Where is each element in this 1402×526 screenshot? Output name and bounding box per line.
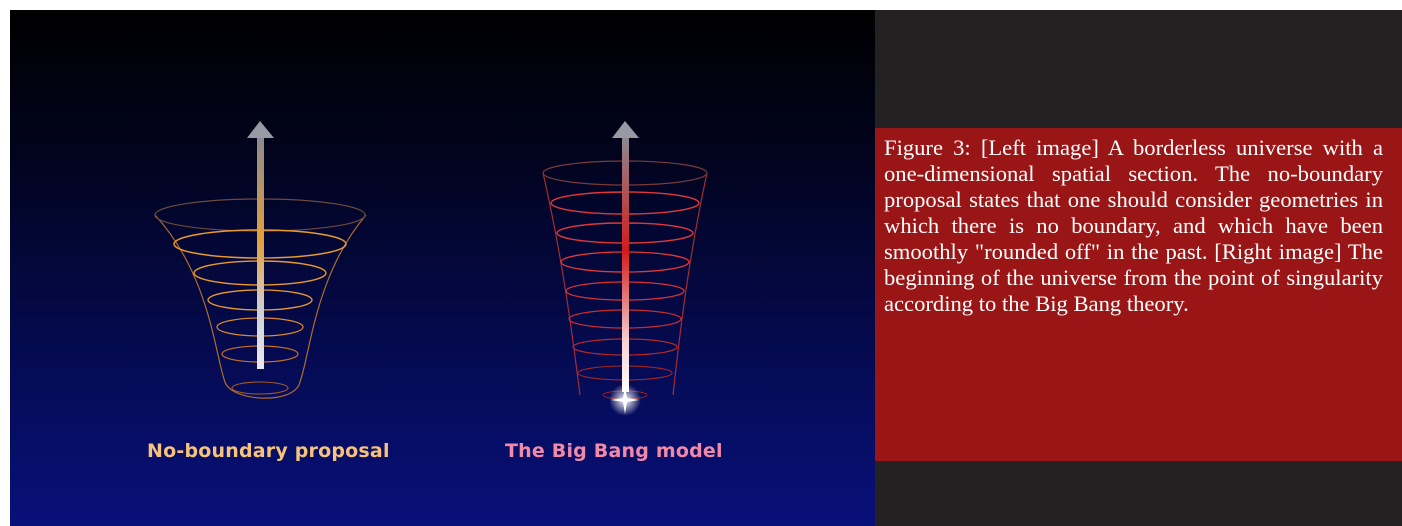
no-boundary-diagram [154, 121, 367, 399]
big-bang-outline [542, 172, 708, 396]
no-boundary-ring [231, 381, 289, 395]
caption-panel: Figure 3: [Left image] A borderless univ… [875, 10, 1402, 526]
singularity-star [611, 386, 639, 414]
big-bang-diagram [542, 121, 708, 416]
cosmology-illustration: No-boundary proposal The Big Bang model [10, 10, 875, 526]
no-boundary-time-arrow-shaft [257, 136, 264, 369]
no-boundary-label: No-boundary proposal [147, 440, 390, 462]
figure-caption: Figure 3: [Left image] A borderless univ… [884, 135, 1383, 316]
no-boundary-outline [154, 214, 367, 399]
big-bang-time-arrow-head [612, 121, 639, 138]
caption-box: Figure 3: [Left image] A borderless univ… [875, 128, 1402, 461]
big-bang-time-arrow-shaft [622, 136, 629, 392]
big-bang-label: The Big Bang model [505, 440, 723, 462]
diagram-canvas [154, 121, 708, 416]
no-boundary-time-arrow-head [247, 121, 274, 138]
